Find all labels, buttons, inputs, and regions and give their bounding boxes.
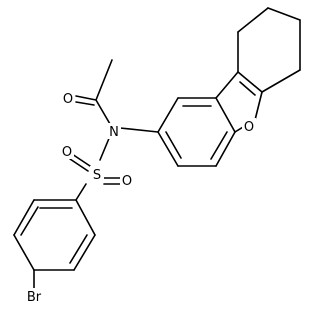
svg-text:S: S (93, 168, 101, 183)
bond-bromophenyl-2 (73, 234, 96, 271)
bond-furan-2 (237, 71, 263, 93)
bond-dibenzo-inner-2 (210, 131, 228, 160)
bond-bromophenyl-5 (13, 199, 35, 236)
bond-furan-3 (254, 91, 263, 121)
svg-text:O: O (63, 92, 73, 107)
atom-sulfonyl-oxygen-right: O (120, 172, 134, 189)
atom-carbonyl-oxygen: O (61, 90, 75, 107)
bond-bromophenyl-1 (75, 199, 96, 236)
atom-bromine: Br (24, 288, 44, 305)
bond-dibenzo-3 (215, 97, 236, 133)
atom-furan-oxygen: O (242, 118, 256, 135)
bond-nitrogen-aryl (119, 127, 159, 133)
bond-dibenzo-6 (157, 131, 179, 167)
molecule-structure: O N S O O O Br (13, 7, 301, 305)
bond-bromophenyl-inner-2 (69, 234, 88, 264)
svg-text:O: O (244, 120, 254, 135)
bond-nitrogen-sulfur (99, 135, 111, 161)
bond-carbonyl-nitrogen (95, 99, 111, 125)
bond-sulfur-oxygen-left-1 (71, 153, 91, 167)
atom-nitrogen: N (107, 123, 121, 140)
bond-cyclohexene-5 (261, 69, 301, 93)
bond-bromophenyl-4 (13, 234, 35, 271)
bond-furan-inner (239, 81, 256, 96)
svg-text:O: O (122, 174, 132, 189)
bond-bromophenyl-inner-3 (20, 206, 39, 236)
bond-cyclohexene-3 (267, 7, 301, 21)
bond-dibenzo-1 (157, 97, 179, 133)
bond-methyl-carbonyl (95, 59, 113, 101)
atom-sulfonyl-oxygen-left: O (60, 143, 74, 160)
bond-cyclohexene-2 (237, 7, 269, 33)
bond-dibenzo-4 (215, 131, 236, 167)
svg-text:O: O (62, 145, 72, 160)
atom-sulfur: S (90, 166, 104, 183)
bond-furan-1 (215, 71, 239, 99)
svg-text:Br: Br (27, 290, 42, 305)
bond-carbonyl-oxygen-2 (75, 101, 95, 106)
bond-carbonyl-oxygen-1 (75, 95, 97, 101)
svg-text:N: N (109, 125, 119, 140)
bond-sulfur-oxygen-left-2 (69, 158, 89, 172)
bond-dibenzo-inner-3 (165, 131, 182, 159)
bond-sulfur-aryl (75, 183, 87, 201)
